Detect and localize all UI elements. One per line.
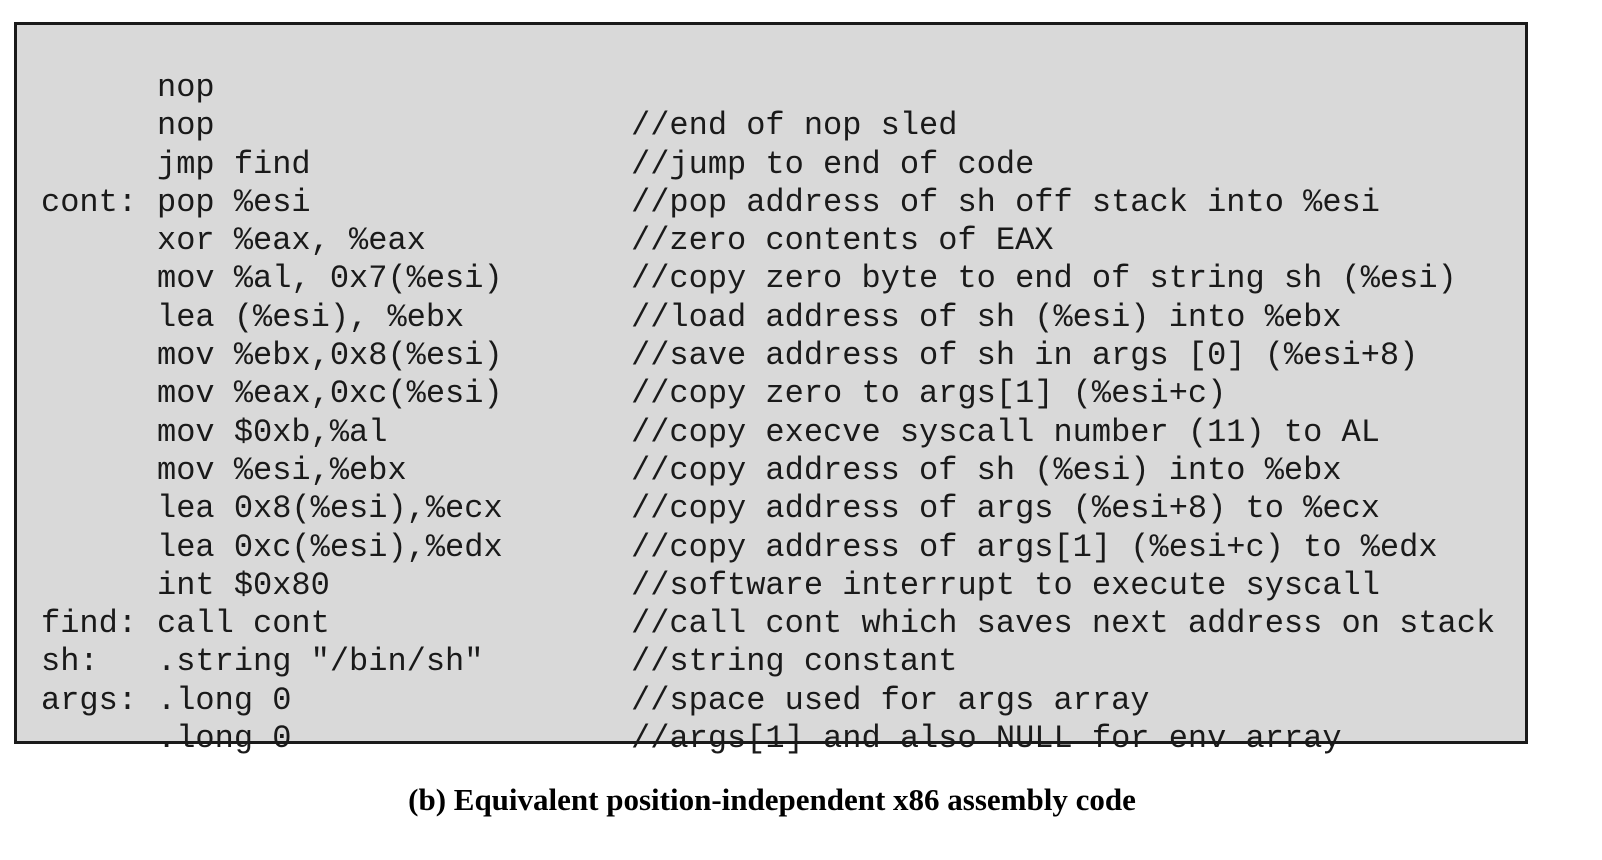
code-line: xor %eax, %eax //zero contents of EAX <box>17 222 1525 260</box>
code-instruction: .long 0 <box>157 720 292 758</box>
code-line: jmp find //jump to end of code <box>17 146 1525 184</box>
code-line: args: .long 0 //space used for args array <box>17 682 1525 720</box>
code-label: sh: <box>41 643 99 681</box>
code-label: cont: <box>41 183 138 221</box>
code-comment: //load address of sh (%esi) into %ebx <box>631 298 1342 336</box>
code-line: find: call cont //call cont which saves ne… <box>17 605 1525 643</box>
code-instruction: mov %esi,%ebx <box>157 451 407 489</box>
code-comment: //end of nop sled <box>631 107 958 145</box>
code-line: mov %ebx,0x8(%esi) //save address of sh i… <box>17 337 1525 375</box>
code-comment: //zero contents of EAX <box>631 222 1054 260</box>
code-instruction: .long 0 <box>157 681 292 719</box>
code-instruction: int $0x80 <box>157 566 330 604</box>
code-instruction: mov %eax,0xc(%esi) <box>157 375 503 413</box>
code-instruction: mov %ebx,0x8(%esi) <box>157 337 503 375</box>
code-comment: //copy address of args (%esi+8) to %ecx <box>631 490 1380 528</box>
code-instruction: .string "/bin/sh" <box>157 643 484 681</box>
code-instruction: nop <box>157 107 215 145</box>
code-line: mov %al, 0x7(%esi) //copy zero byte to en… <box>17 260 1525 298</box>
code-instruction: pop %esi <box>157 183 311 221</box>
code-comment: //jump to end of code <box>631 145 1035 183</box>
code-label: find: <box>41 605 138 643</box>
code-line: int $0x80 //software interrupt to execute… <box>17 567 1525 605</box>
code-instruction: lea 0x8(%esi),%ecx <box>157 490 503 528</box>
code-comment: //space used for args array <box>631 681 1150 719</box>
code-comment: //copy zero to args[1] (%esi+c) <box>631 375 1227 413</box>
code-line: mov %esi,%ebx //copy address of sh (%esi)… <box>17 452 1525 490</box>
code-comment: //copy address of args[1] (%esi+c) to %e… <box>631 528 1438 566</box>
code-instruction: nop <box>157 69 215 106</box>
code-comment: //software interrupt to execute syscall <box>631 566 1380 604</box>
code-line: mov %eax,0xc(%esi) //copy zero to args[1]… <box>17 375 1525 413</box>
code-line: lea 0xc(%esi),%edx //copy address of args… <box>17 529 1525 567</box>
code-comment: //copy address of sh (%esi) into %ebx <box>631 451 1342 489</box>
code-instruction: mov %al, 0x7(%esi) <box>157 260 503 298</box>
figure-caption: (b) Equivalent position-independent x86 … <box>408 782 1136 817</box>
code-line: cont: pop %esi //pop address of sh off sta… <box>17 184 1525 222</box>
code-line: nop <box>17 69 1525 107</box>
code-comment: //call cont which saves next address on … <box>631 605 1496 643</box>
code-instruction: call cont <box>157 605 330 643</box>
code-listing: nop nop //end of nop sled jmp find //jump … <box>14 22 1528 757</box>
code-comment: //args[1] and also NULL for env array <box>631 720 1342 758</box>
code-line: nop //end of nop sled <box>17 107 1525 145</box>
code-label: args: <box>41 681 138 719</box>
code-comment: //copy zero byte to end of string sh (%e… <box>631 260 1457 298</box>
code-instruction: xor %eax, %eax <box>157 222 426 260</box>
code-comment: //save address of sh in args [0] (%esi+8… <box>631 337 1419 375</box>
code-instruction: lea 0xc(%esi),%edx <box>157 528 503 566</box>
code-line: .long 0 //args[1] and also NULL for env a… <box>17 720 1525 758</box>
code-line: mov $0xb,%al //copy execve syscall number… <box>17 414 1525 452</box>
code-comment: //copy execve syscall number (11) to AL <box>631 413 1380 451</box>
code-comment: //string constant <box>631 643 958 681</box>
code-line: sh: .string "/bin/sh" //string constant <box>17 643 1525 681</box>
code-instruction: lea (%esi), %ebx <box>157 298 465 336</box>
code-instruction: mov $0xb,%al <box>157 413 388 451</box>
code-line: lea (%esi), %ebx //load address of sh (%e… <box>17 299 1525 337</box>
code-comment: //pop address of sh off stack into %esi <box>631 183 1380 221</box>
code-line: lea 0x8(%esi),%ecx //copy address of args… <box>17 490 1525 528</box>
code-instruction: jmp find <box>157 145 311 183</box>
